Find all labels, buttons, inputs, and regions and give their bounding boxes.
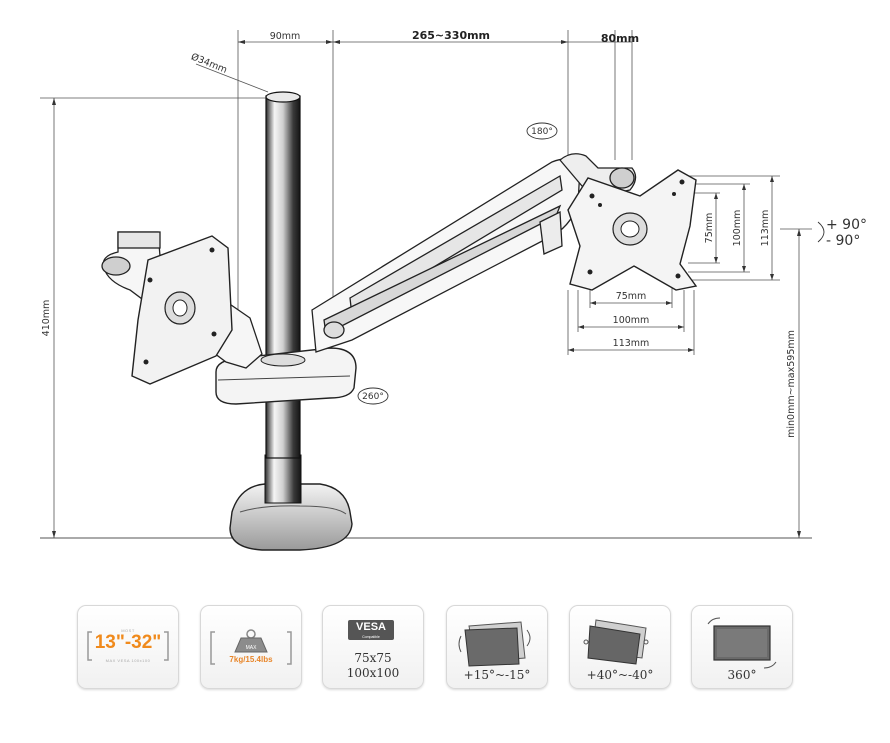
vesa-v-100-label: 100mm — [732, 210, 743, 247]
pole-diameter-label: Ø34mm — [189, 51, 228, 75]
base-rotation-label: 260° — [362, 392, 384, 402]
weight-capacity: 7kg/15.4lbs — [229, 655, 273, 664]
feature-icons-row: MOST 13"-32" MAX VESA 100x100 MAX 7kg/15… — [0, 605, 890, 695]
monitor-arm-technical-drawing: 90mm 265~330mm 80mm Ø34mm 410mm min0mm~m… — [40, 29, 867, 551]
vesa-h-100-label: 100mm — [613, 315, 650, 326]
vesa-feature: VESA Compatible 75x75 100x100 — [322, 605, 424, 689]
vesa-size-75: 75x75 — [354, 651, 392, 665]
tilt-monitor-icon — [458, 621, 531, 667]
arm-reach-label: 265~330mm — [412, 29, 490, 42]
tilt-feature: +15°~-15° — [446, 605, 548, 689]
head-offset-label: 80mm — [601, 32, 639, 45]
vesa-h-113-label: 113mm — [613, 338, 650, 349]
pole — [264, 91, 302, 504]
weight-icon: MAX — [210, 629, 292, 665]
vesa-size-100: 100x100 — [346, 666, 400, 680]
swivel-range-label: +40°~-40° — [586, 668, 654, 682]
right-vesa-plate — [567, 169, 698, 291]
swivel-monitor-icon — [583, 619, 649, 665]
vesa-v-113-label: 113mm — [760, 210, 771, 247]
weight-feature: MAX 7kg/15.4lbs — [200, 605, 302, 689]
height-range-label: min0mm~max595mm — [786, 330, 797, 438]
rotate-feature: 360° — [691, 605, 793, 689]
desk-clamp-base — [229, 483, 353, 551]
left-vesa-plate — [131, 235, 233, 385]
screen-size-range: 13"-32" — [94, 632, 162, 653]
dimension-lines — [40, 30, 812, 539]
screen-size-bottom-note: MAX VESA 100x100 — [105, 658, 151, 663]
screen-size-bracket-icon — [87, 631, 169, 661]
tilt-up-label: + 90° — [826, 217, 867, 233]
screen-size-top-note: MOST — [121, 628, 135, 633]
swivel-feature: +40°~-40° — [569, 605, 671, 689]
rotate-range-label: 360° — [727, 668, 757, 682]
rotate-monitor-icon — [707, 617, 777, 669]
dimension-arrows — [52, 40, 801, 538]
vesa-badge-icon: VESA Compatible — [348, 620, 394, 640]
vesa-badge-text: VESA — [356, 621, 386, 633]
arm-top-rotation-label: 180° — [531, 127, 553, 137]
vesa-v-75-label: 75mm — [704, 213, 715, 244]
rotation-markers — [357, 122, 825, 405]
weight-max-mark: MAX — [246, 645, 258, 651]
tilt-range-label: +15°~-15° — [463, 668, 531, 682]
pole-height-label: 410mm — [41, 300, 52, 337]
gas-spring-arm — [311, 153, 637, 353]
vesa-badge-subtext: Compatible — [362, 635, 380, 639]
tilt-down-label: - 90° — [826, 233, 860, 249]
vesa-h-75-label: 75mm — [616, 291, 647, 302]
screen-size-feature: MOST 13"-32" MAX VESA 100x100 — [77, 605, 179, 689]
pole-offset-label: 90mm — [270, 31, 301, 42]
